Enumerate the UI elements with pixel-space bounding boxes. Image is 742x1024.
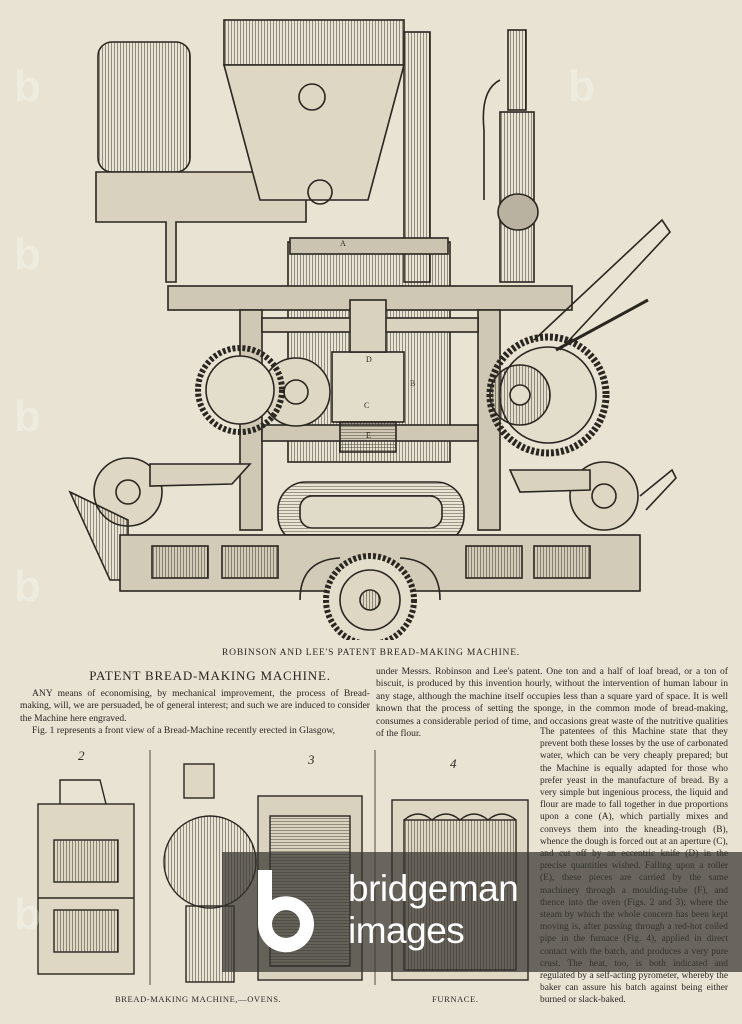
bridgeman-logo-icon <box>257 870 314 953</box>
article-left-column: ANY means of economising, by mechanical … <box>20 688 370 738</box>
flour-hopper <box>222 64 406 201</box>
watermark-line-1: bridgeman <box>348 868 519 909</box>
watermark-faint-b: b <box>14 392 41 441</box>
article-title: PATENT BREAD-MAKING MACHINE. <box>89 668 331 683</box>
watermark-line-2: images <box>348 910 465 951</box>
article-paragraph: ANY means of economising, by mechanical … <box>20 688 370 724</box>
label-c: C <box>364 401 369 410</box>
figure-caption: ROBINSON AND LEE'S PATENT BREAD-MAKING M… <box>222 648 520 658</box>
furnace-caption: FURNACE. <box>432 994 479 1004</box>
flour-hopper-top <box>223 19 405 66</box>
watermark-banner: bridgeman images <box>222 852 742 972</box>
label-d: D <box>366 355 372 364</box>
label-a: A <box>340 239 346 248</box>
watermark-faint-b: b <box>14 890 41 939</box>
label-b: B <box>410 379 415 388</box>
article-right-column-top: under Messrs. Robinson and Lee's patent.… <box>376 666 728 740</box>
fig-4-number: 4 <box>450 756 457 771</box>
water-tank <box>97 41 191 173</box>
ovens-caption: BREAD-MAKING MACHINE,—OVENS. <box>115 994 282 1004</box>
label-e: E <box>366 431 371 440</box>
fig-3-number: 3 <box>308 752 315 767</box>
watermark-faint-b: b <box>14 230 41 279</box>
watermark-faint-b: b <box>14 562 41 611</box>
article-paragraph: Fig. 1 represents a front view of a Brea… <box>32 725 336 737</box>
watermark-faint-b: b <box>14 62 41 111</box>
watermark-faint-b: b <box>568 62 595 111</box>
bread-machine-engraving: A D B C E <box>68 19 677 640</box>
fig-2-number: 2 <box>78 748 85 763</box>
watermark-text: bridgeman images <box>348 868 519 952</box>
